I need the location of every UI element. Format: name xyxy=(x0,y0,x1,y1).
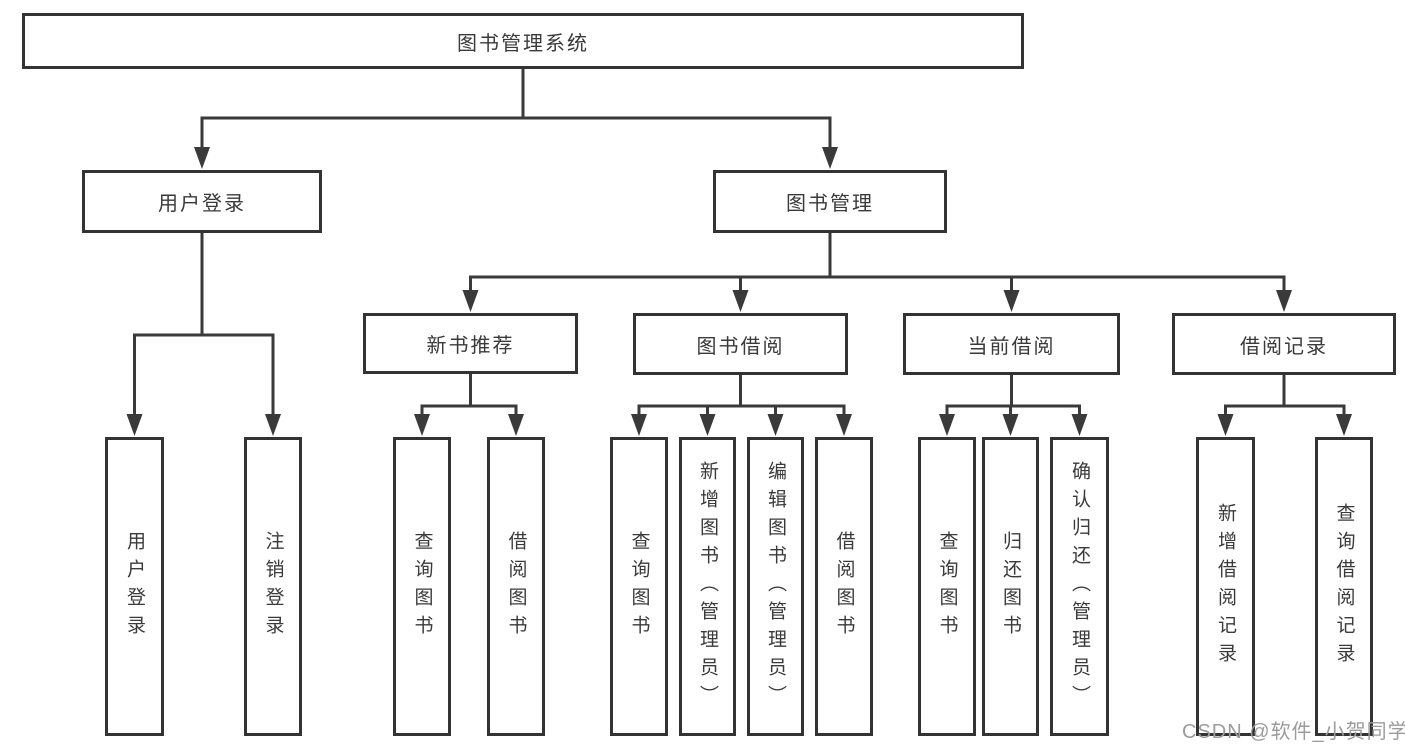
node-label: 图书管理 xyxy=(786,193,874,215)
arrowhead-down-icon xyxy=(939,414,955,436)
node-bb-edit: 编辑图书（管理员） xyxy=(747,437,804,736)
node-root: 图书管理系统 xyxy=(22,13,1024,69)
watermark: CSDN @软件_小贺同学 xyxy=(1182,721,1405,743)
arrowhead-down-icon xyxy=(631,414,647,436)
node-label: 新增借阅记录 xyxy=(1215,502,1236,671)
node-current-borrow: 当前借阅 xyxy=(903,313,1120,375)
node-label: 编辑图书（管理员） xyxy=(765,460,786,713)
arrowhead-down-icon xyxy=(1217,414,1234,436)
arrowhead-down-icon xyxy=(699,414,716,436)
node-label: 图书借阅 xyxy=(696,335,785,358)
arrowhead-down-icon xyxy=(1276,290,1292,312)
node-cb-confirm: 确认归还（管理员） xyxy=(1050,437,1109,736)
arrowhead-down-icon xyxy=(767,414,784,436)
node-label: 用户登录 xyxy=(158,193,246,215)
node-book-mgmt: 图书管理 xyxy=(713,170,947,233)
node-label: 新书推荐 xyxy=(426,335,515,357)
node-label: 当前借阅 xyxy=(967,335,1056,358)
arrowhead-down-icon xyxy=(1002,414,1019,436)
node-bb-borrow: 借阅图书 xyxy=(815,437,873,736)
node-bb-add: 新增图书（管理员） xyxy=(679,437,736,736)
node-label: 查询借阅记录 xyxy=(1333,502,1355,671)
node-label: 查询图书 xyxy=(628,530,650,643)
arrowhead-down-icon xyxy=(462,290,479,312)
node-label: 确认归还（管理员） xyxy=(1069,460,1090,713)
arrowhead-down-icon xyxy=(414,414,430,436)
arrowhead-down-icon xyxy=(1071,414,1088,436)
node-user-login: 用户登录 xyxy=(82,170,322,233)
node-nb-borrow: 借阅图书 xyxy=(487,437,545,736)
node-cb-return: 归还图书 xyxy=(982,437,1039,736)
node-bb-query: 查询图书 xyxy=(610,437,668,736)
arrowhead-down-icon xyxy=(732,290,749,312)
arrowhead-down-icon xyxy=(265,414,281,436)
node-nb-query: 查询图书 xyxy=(393,437,451,736)
node-label: 查询图书 xyxy=(411,530,433,643)
arrowhead-down-icon xyxy=(126,414,143,436)
arrowhead-down-icon xyxy=(822,147,838,169)
node-label: 查询图书 xyxy=(936,530,958,643)
node-br-query: 查询借阅记录 xyxy=(1315,437,1373,736)
node-leaf-user-login: 用户登录 xyxy=(105,437,164,736)
node-label: 归还图书 xyxy=(1000,530,1021,643)
node-label: 注销登录 xyxy=(262,530,284,643)
node-label: 图书管理系统 xyxy=(457,32,589,55)
arrowhead-down-icon xyxy=(836,414,852,436)
node-br-add: 新增借阅记录 xyxy=(1196,437,1255,736)
arrowhead-down-icon xyxy=(1336,414,1352,436)
node-label: 用户登录 xyxy=(124,530,145,643)
node-borrow-records: 借阅记录 xyxy=(1172,313,1396,375)
node-new-books: 新书推荐 xyxy=(363,313,578,374)
node-leaf-logout: 注销登录 xyxy=(244,437,302,736)
node-label: 借阅记录 xyxy=(1240,335,1328,358)
arrowhead-down-icon xyxy=(1003,290,1020,312)
node-label: 借阅图书 xyxy=(833,530,855,643)
node-book-borrow: 图书借阅 xyxy=(633,313,848,375)
node-label: 新增图书（管理员） xyxy=(697,460,718,713)
arrowhead-down-icon xyxy=(508,414,524,436)
node-label: 借阅图书 xyxy=(505,530,527,643)
node-cb-query: 查询图书 xyxy=(918,437,976,736)
arrowhead-down-icon xyxy=(194,147,210,169)
